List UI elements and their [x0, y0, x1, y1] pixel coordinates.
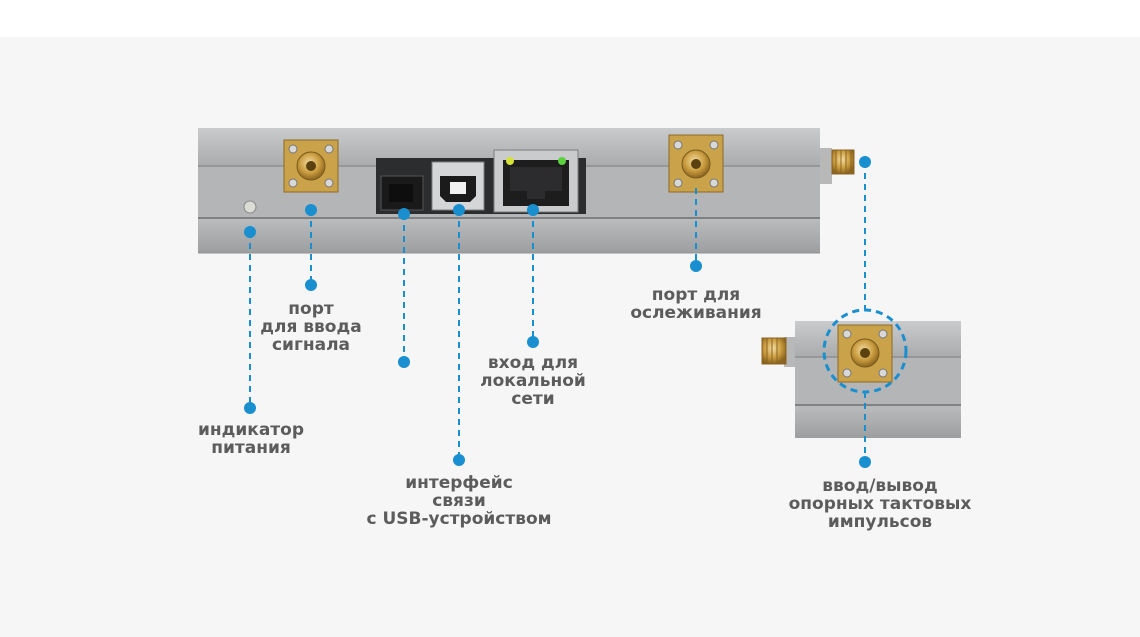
callout-dot-aux-top [398, 208, 410, 220]
callout-dots [244, 156, 871, 468]
ethernet-led-left-icon [506, 157, 514, 165]
callout-dot-usb-bottom [453, 454, 465, 466]
sma-connector-signal-icon [283, 139, 339, 193]
callout-dot-aux-bottom [398, 356, 410, 368]
usb-b-port-icon [431, 161, 485, 211]
callout-dot-tracking [690, 260, 702, 272]
label-tracking-port: порт для ослеживания [630, 285, 762, 323]
callout-dot-power-bottom [244, 402, 256, 414]
label-lan-input: вход для локальной сети [480, 353, 586, 409]
callout-dot-refclock-top [859, 156, 871, 168]
callout-dot-lan-bottom [527, 336, 539, 348]
side-sma-connector-icon [820, 148, 855, 184]
callout-dot-signal-bottom [305, 279, 317, 291]
sma-connector-reference-clock-icon [837, 324, 893, 383]
callout-dot-usb-top [453, 204, 465, 216]
ethernet-led-right-icon [558, 157, 566, 165]
device-side-view [761, 308, 961, 438]
device-lower-case [198, 219, 820, 253]
callout-dot-signal-top [305, 204, 317, 216]
callout-lines [249, 162, 866, 462]
label-power-indicator: индикатор питания [197, 420, 304, 458]
sma-connector-tracking-icon [668, 134, 724, 193]
device-front-view [198, 128, 855, 254]
label-reference-clock-io: ввод/вывод опорных тактовых импульсов [788, 476, 972, 532]
callout-dot-lan-top [527, 204, 539, 216]
label-signal-input-port: порт для ввода сигнала [260, 299, 362, 355]
callout-dot-power-top [244, 226, 256, 238]
callout-dot-refclock-bottom [859, 456, 871, 468]
ethernet-port-icon [493, 149, 579, 213]
power-led-icon [243, 200, 257, 214]
label-usb-interface: интерфейс связи с USB-устройством [366, 473, 552, 529]
